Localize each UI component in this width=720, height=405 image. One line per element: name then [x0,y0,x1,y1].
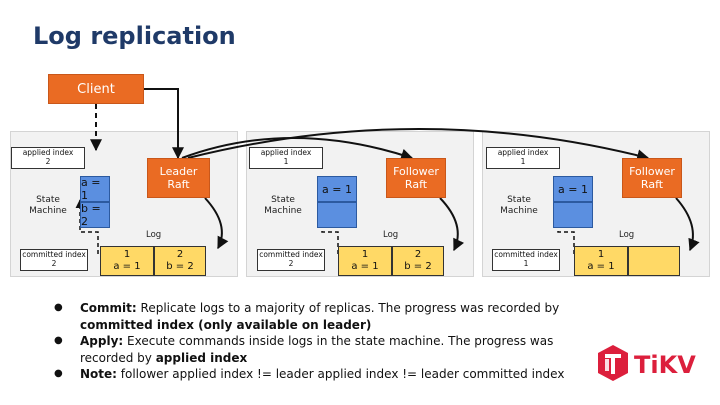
leader-to-follower-2-arrow [187,128,650,162]
applied-index-label: applied index 2 [11,147,85,169]
note-commit: ● Commit: Replicate logs to a majority o… [54,301,560,332]
raft-role: Leader [159,164,198,178]
note-apply: ● Apply: Execute commands inside logs in… [54,334,554,365]
log-label: Log [383,230,399,240]
client-box: Client [48,74,144,104]
bullet-icon: ● [54,368,63,379]
bullet-icon: ● [54,302,63,313]
log-label: Log [146,230,162,240]
applied-index-value: 2 [45,157,51,166]
state-cell-b: b = 2 [80,202,110,228]
follower-1-log-to-state-arrow [317,199,339,254]
raft-word: Raft [167,178,190,191]
logo-text: TiKV [634,351,696,379]
notes-list: ● Commit: Replicate logs to a majority o… [50,300,590,383]
note-general: ● Note: follower applied index != leader… [54,367,565,381]
follower-2-raft-to-log-arrow [675,197,700,252]
state-cell-empty [317,202,357,228]
bullet-icon: ● [54,335,63,346]
log-entry-empty [628,246,680,276]
applied-index-text: applied index [22,148,74,158]
state-cell-a: a = 1 [80,176,110,202]
follower-2-log-to-state-arrow [553,199,575,254]
state-cell-empty [553,202,593,228]
client-to-leader-arrow [144,88,184,160]
tikv-logo: TiKV [596,343,700,383]
log-label: Log [619,230,635,240]
tikv-logo-icon: TiKV [598,345,696,381]
state-cell-a: a = 1 [553,176,593,202]
leader-raft-to-log-arrow [204,197,229,250]
page-title: Log replication [33,22,236,50]
state-cell-a: a = 1 [317,176,357,202]
follower-1-raft-to-log-arrow [439,197,465,252]
